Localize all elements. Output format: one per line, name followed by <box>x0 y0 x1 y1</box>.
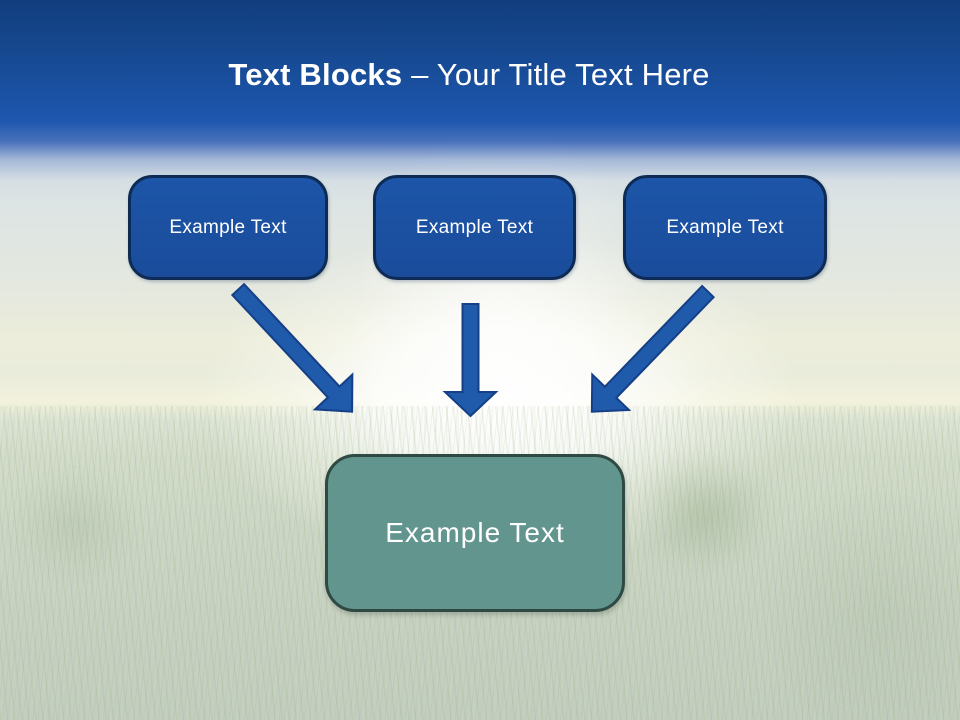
slide-title-rest: – Your Title Text Here <box>411 57 710 92</box>
down-left-arrow-icon <box>569 270 731 435</box>
text-block-2-label: Example Text <box>415 216 534 238</box>
result-block-label: Example Text <box>385 517 565 548</box>
text-block-1-label: Example Text <box>169 216 287 238</box>
text-block-3-label: Example Text <box>666 216 784 238</box>
result-block: Example Text <box>325 454 625 612</box>
slide-title-bold: Text Blocks <box>228 57 412 92</box>
grass-shadow-patch <box>770 490 960 720</box>
text-block-1: Example Text <box>128 175 328 280</box>
down-arrow-icon <box>440 303 501 418</box>
text-block-2: Example Text <box>373 175 576 280</box>
slide-title: Text Blocks – Your Title Text Here <box>0 53 949 97</box>
grass-shadow-patch <box>632 448 772 573</box>
text-block-3: Example Text <box>623 175 827 280</box>
down-right-arrow-icon <box>215 268 376 434</box>
grass-shadow-patch <box>10 470 140 580</box>
header-band <box>0 0 960 205</box>
